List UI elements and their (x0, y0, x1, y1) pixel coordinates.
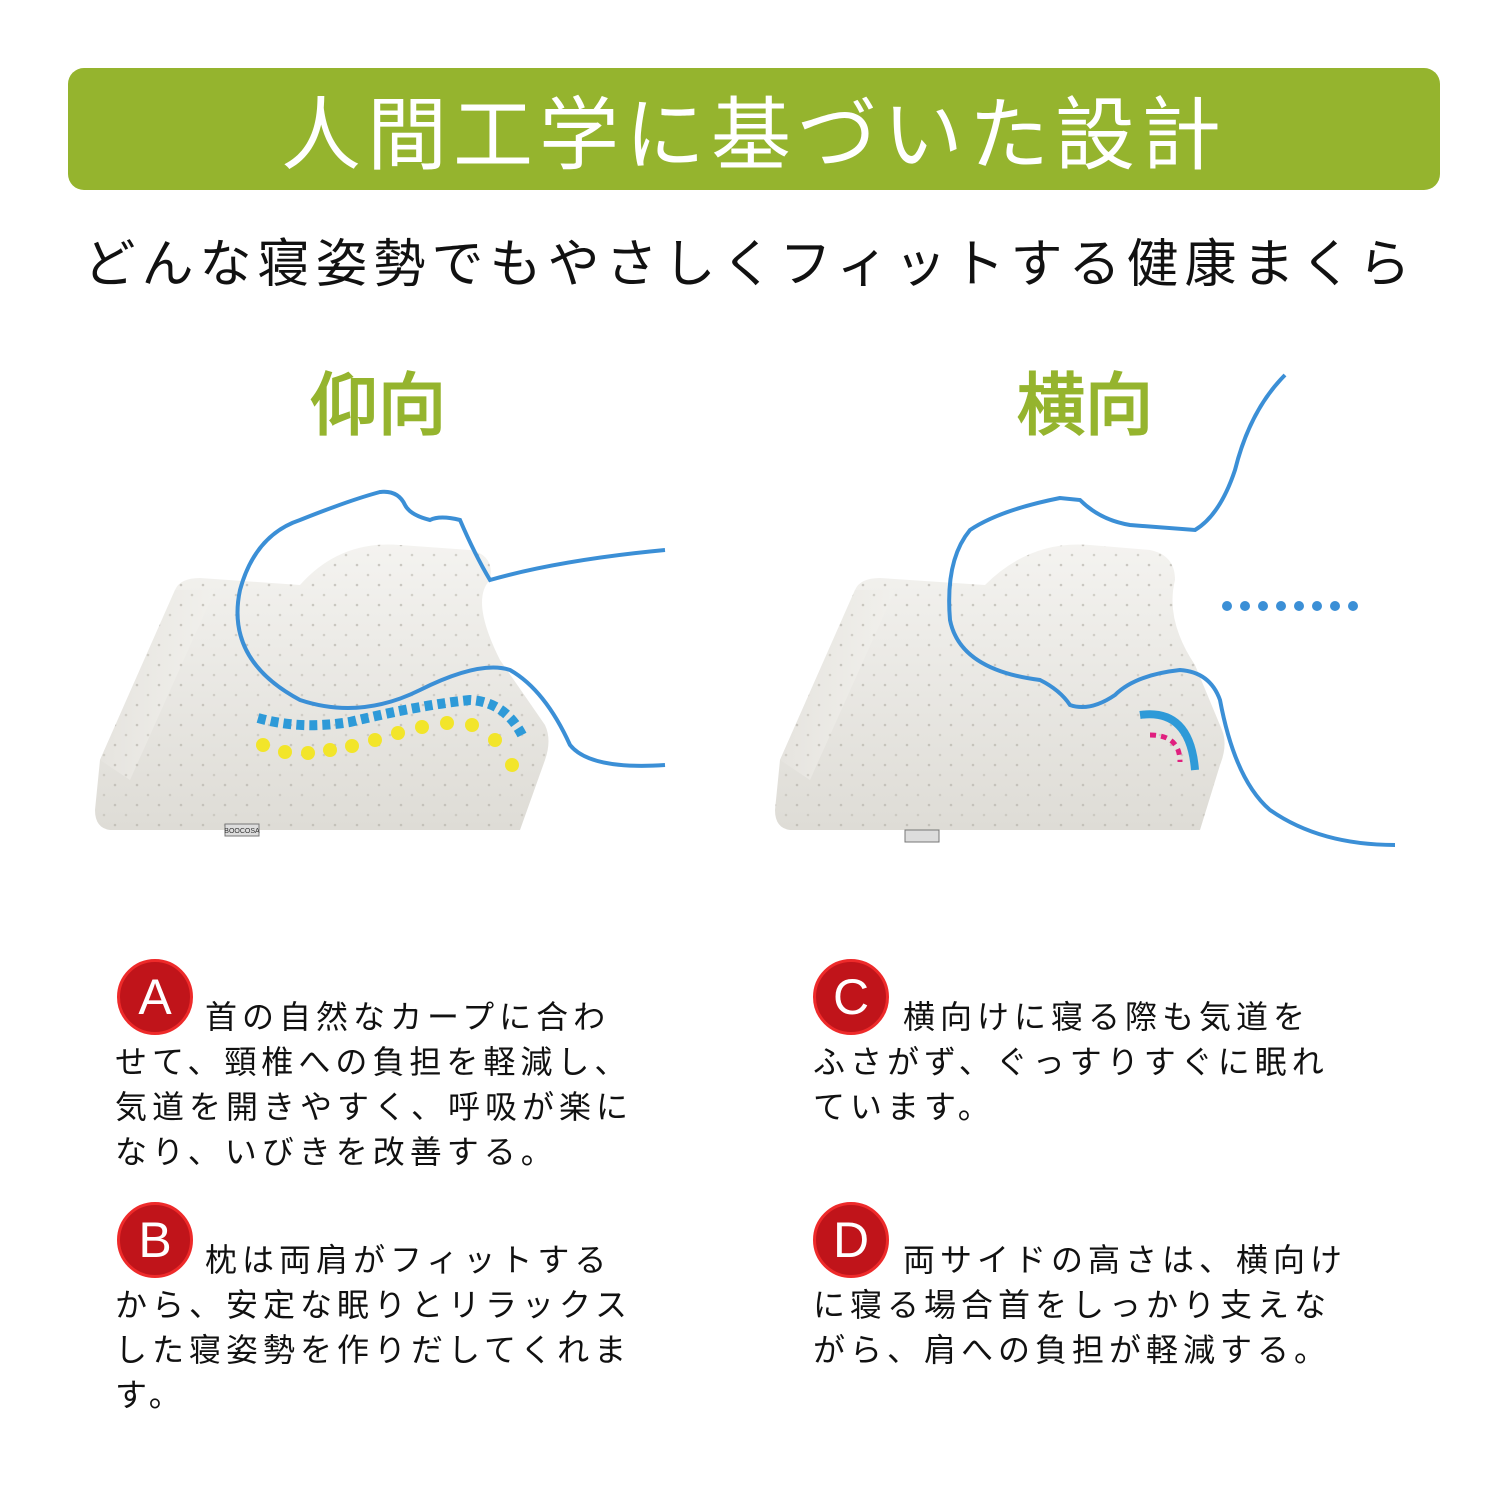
airflow-dots (1222, 601, 1358, 611)
pillow-logo: BOOCOSA (224, 828, 260, 835)
point-d-text: 両サイドの高さは、横向け に寝る場合首をしっかり支えな がら、肩への負担が軽減す… (813, 1238, 1347, 1373)
pillow-side-view (775, 544, 1225, 843)
side-sleeper-outline (947, 373, 1396, 847)
text-line: なり、いびきを改善する。 (115, 1133, 558, 1171)
text-line: した寝姿勢を作りだしてくれま (115, 1331, 632, 1369)
point-a-text: 首の自然なカープに合わ せて、頸椎への負担を軽減し、 気道を開きやすく、呼吸が楽… (115, 995, 633, 1175)
badge-b: B (117, 1202, 193, 1278)
text-line: ています。 (813, 1088, 995, 1126)
neck-support-arc-pink (1149, 732, 1183, 763)
text-line: せて、頸椎への負担を軽減し、 (115, 1043, 632, 1081)
badge-d: D (813, 1202, 889, 1278)
point-c-text: 横向けに寝る際も気道を ふさがず、ぐっすりすぐに眠れ ています。 (813, 995, 1329, 1130)
neck-support-arc (1139, 710, 1199, 771)
spine-curve-dashed (256, 694, 527, 738)
text-line: 首の自然なカープに合わ (205, 998, 611, 1036)
subtitle: どんな寝姿勢でもやさしくフィットする健康まくら (83, 235, 1417, 295)
text-line: 横向けに寝る際も気道を (903, 998, 1311, 1036)
pose-label-side: 横向 (1016, 367, 1153, 446)
text-line: に寝る場合首をしっかり支えな (813, 1286, 1332, 1324)
text-line: がら、肩への負担が軽減する。 (813, 1331, 1332, 1369)
support-dots-yellow (256, 716, 519, 772)
title-banner: 人間工学に基づいた設計 (68, 68, 1440, 190)
pose-label-back: 仰向 (309, 367, 446, 446)
text-line: から、安定な眠りとリラックス (115, 1286, 633, 1324)
badge-a: A (117, 959, 193, 1035)
point-b-text: 枕は両肩がフィットする から、安定な眠りとリラックス した寝姿勢を作りだしてくれ… (115, 1238, 632, 1418)
text-line: ふさがず、ぐっすりすぐに眠れ (813, 1043, 1329, 1081)
text-line: 枕は両肩がフィットする (205, 1241, 612, 1279)
pillow-back-view: BOOCOSA (95, 544, 549, 837)
text-line: す。 (115, 1376, 186, 1414)
pillow-illustrations: BOOCOSA (95, 373, 1396, 847)
text-line: 両サイドの高さは、横向け (903, 1241, 1348, 1279)
back-sleeper-outline (235, 489, 666, 768)
banner-title: 人間工学に基づいた設計 (281, 89, 1227, 182)
badge-c: C (813, 959, 889, 1035)
text-line: 気道を開きやすく、呼吸が楽に (115, 1088, 634, 1126)
